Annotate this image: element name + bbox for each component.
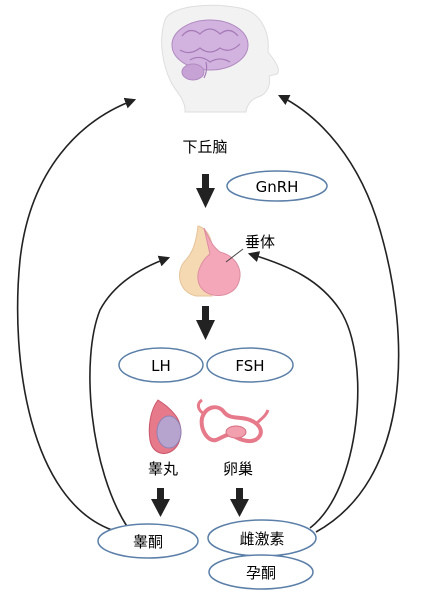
down-arrow-ovary-estrogen bbox=[230, 488, 249, 517]
fsh-label: FSH bbox=[235, 357, 264, 375]
testosterone-label: 睾酮 bbox=[133, 533, 163, 551]
estrogen-label: 雌激素 bbox=[239, 530, 284, 548]
testosterone-ellipse: 睾酮 bbox=[97, 523, 199, 559]
pituitary-illustration bbox=[179, 225, 244, 297]
down-arrow-pituitary-hormones bbox=[196, 306, 215, 340]
down-arrow-testis-testosterone bbox=[151, 488, 170, 517]
feedback-arrows bbox=[16, 94, 400, 533]
feedback-arrow-estrogen-pituitary bbox=[247, 251, 359, 529]
testis-illustration bbox=[148, 399, 182, 454]
feedback-arrow-estrogen-hypothalamus bbox=[277, 94, 400, 533]
feedback-arrow-testosterone-hypothalamus bbox=[16, 97, 137, 531]
progesterone-label: 孕酮 bbox=[246, 564, 276, 582]
pituitary-label: 垂体 bbox=[245, 233, 275, 251]
fsh-ellipse: FSH bbox=[206, 347, 294, 383]
pituitary-posterior bbox=[197, 227, 241, 296]
lh-ellipse: LH bbox=[118, 347, 204, 383]
progesterone-ellipse: 孕酮 bbox=[208, 554, 314, 590]
gnrh-ellipse: GnRH bbox=[226, 170, 328, 202]
estrogen-ellipse: 雌激素 bbox=[207, 519, 317, 557]
hypothalamus-label: 下丘脑 bbox=[182, 138, 227, 156]
feedback-arrow-testosterone-pituitary bbox=[89, 255, 171, 529]
testis-label: 睾丸 bbox=[148, 460, 178, 478]
ovary-illustration bbox=[196, 398, 270, 444]
head-brain-illustration bbox=[161, 4, 279, 113]
down-arrow-hypothalamus-pituitary bbox=[196, 174, 215, 208]
gnrh-label: GnRH bbox=[256, 178, 299, 196]
ovary-label: 卵巢 bbox=[223, 460, 253, 478]
brain-icon bbox=[171, 19, 249, 81]
lh-label: LH bbox=[151, 357, 171, 375]
